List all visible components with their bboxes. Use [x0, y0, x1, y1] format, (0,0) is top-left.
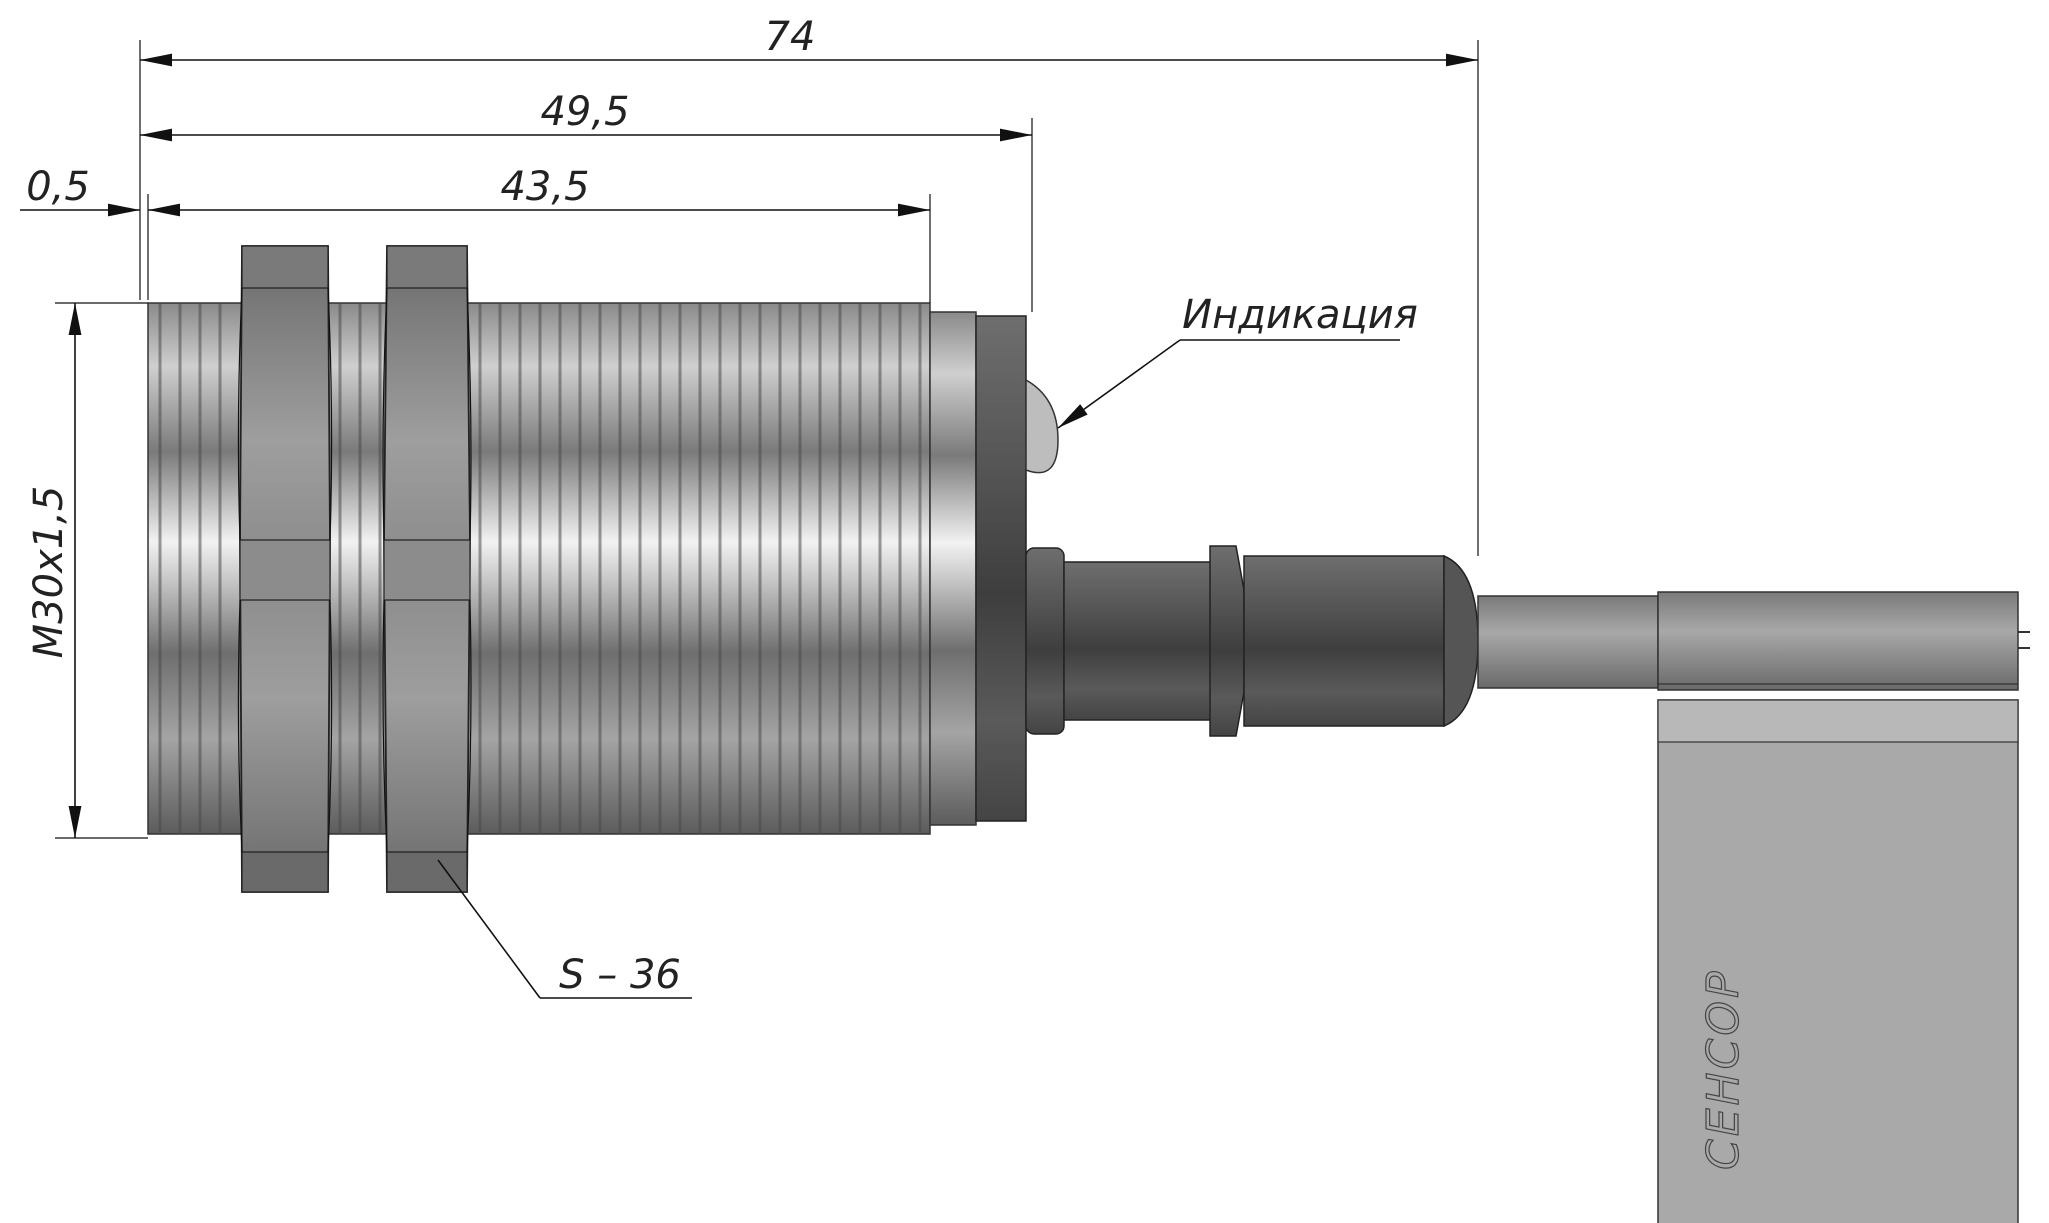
callout-nut-size: S – 36 [559, 952, 681, 998]
rear-flange [929, 311, 1027, 826]
thread-grooves [158, 303, 922, 834]
dim-overall-length: 74 [765, 14, 816, 60]
dim-thread-length: 43,5 [500, 164, 589, 210]
dim-housing-length: 49,5 [540, 89, 629, 135]
lock-nut-rear [382, 245, 472, 893]
dim-face-offset: 0,5 [26, 164, 90, 210]
label-tag: СЕНСОР [1657, 699, 2019, 1223]
led-indicator [1025, 378, 1059, 474]
lock-nut-front [237, 245, 333, 893]
cable [1477, 591, 2030, 691]
callout-indicator: Индикация [1182, 292, 1418, 338]
dim-thread-size: M30x1,5 [26, 486, 72, 659]
dimension-lines [20, 40, 1479, 999]
cable-gland [1025, 545, 1479, 737]
brand-label: СЕНСОР [1698, 969, 1749, 1171]
